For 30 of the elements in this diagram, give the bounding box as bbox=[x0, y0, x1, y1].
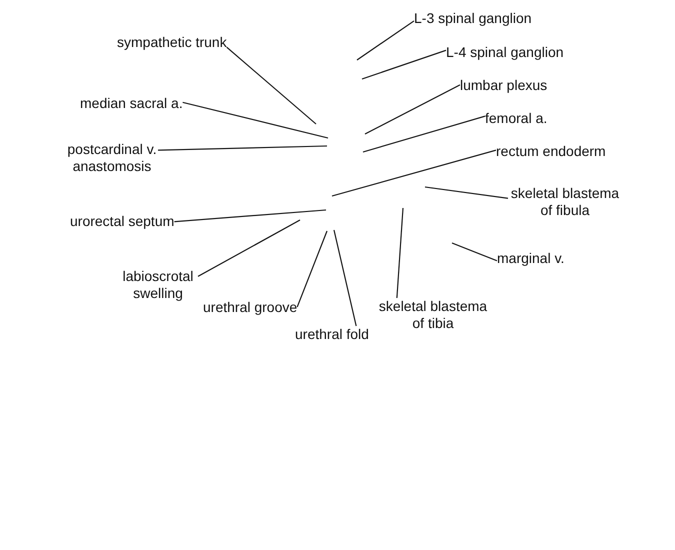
part-label: median sacral a. bbox=[80, 95, 183, 112]
leader-line bbox=[198, 220, 300, 277]
leader-line bbox=[333, 230, 357, 326]
part-label: skeletal blastema of fibula bbox=[508, 185, 622, 219]
part-label: L-3 spinal ganglion bbox=[414, 10, 532, 27]
part-label: sympathetic trunk bbox=[117, 34, 227, 51]
part-label: postcardinal v. anastomosis bbox=[66, 141, 158, 175]
part-label: rectum endoderm bbox=[496, 143, 606, 160]
part-label: urorectal septum bbox=[70, 213, 174, 230]
leader-line bbox=[424, 186, 508, 199]
leader-line bbox=[364, 84, 460, 134]
leader-line bbox=[296, 230, 328, 308]
leader-line bbox=[158, 145, 328, 151]
leader-line bbox=[174, 209, 326, 222]
leader-line bbox=[362, 50, 446, 80]
part-label: lumbar plexus bbox=[460, 77, 548, 94]
part-label: marginal v. bbox=[497, 250, 564, 267]
part-label: femoral a. bbox=[485, 110, 548, 127]
part-label: L-4 spinal ganglion bbox=[446, 44, 564, 61]
leader-line bbox=[452, 242, 498, 262]
part-label: urethral fold bbox=[295, 326, 369, 343]
leader-line bbox=[356, 20, 414, 60]
leader-line bbox=[396, 208, 404, 298]
part-label: labioscrotal swelling bbox=[118, 268, 198, 302]
leader-line bbox=[182, 102, 328, 139]
leader-line bbox=[332, 150, 496, 197]
leader-line bbox=[362, 116, 486, 153]
part-label: skeletal blastema of tibia bbox=[376, 298, 490, 332]
part-label: urethral groove bbox=[203, 299, 298, 316]
leader-line bbox=[226, 46, 316, 124]
